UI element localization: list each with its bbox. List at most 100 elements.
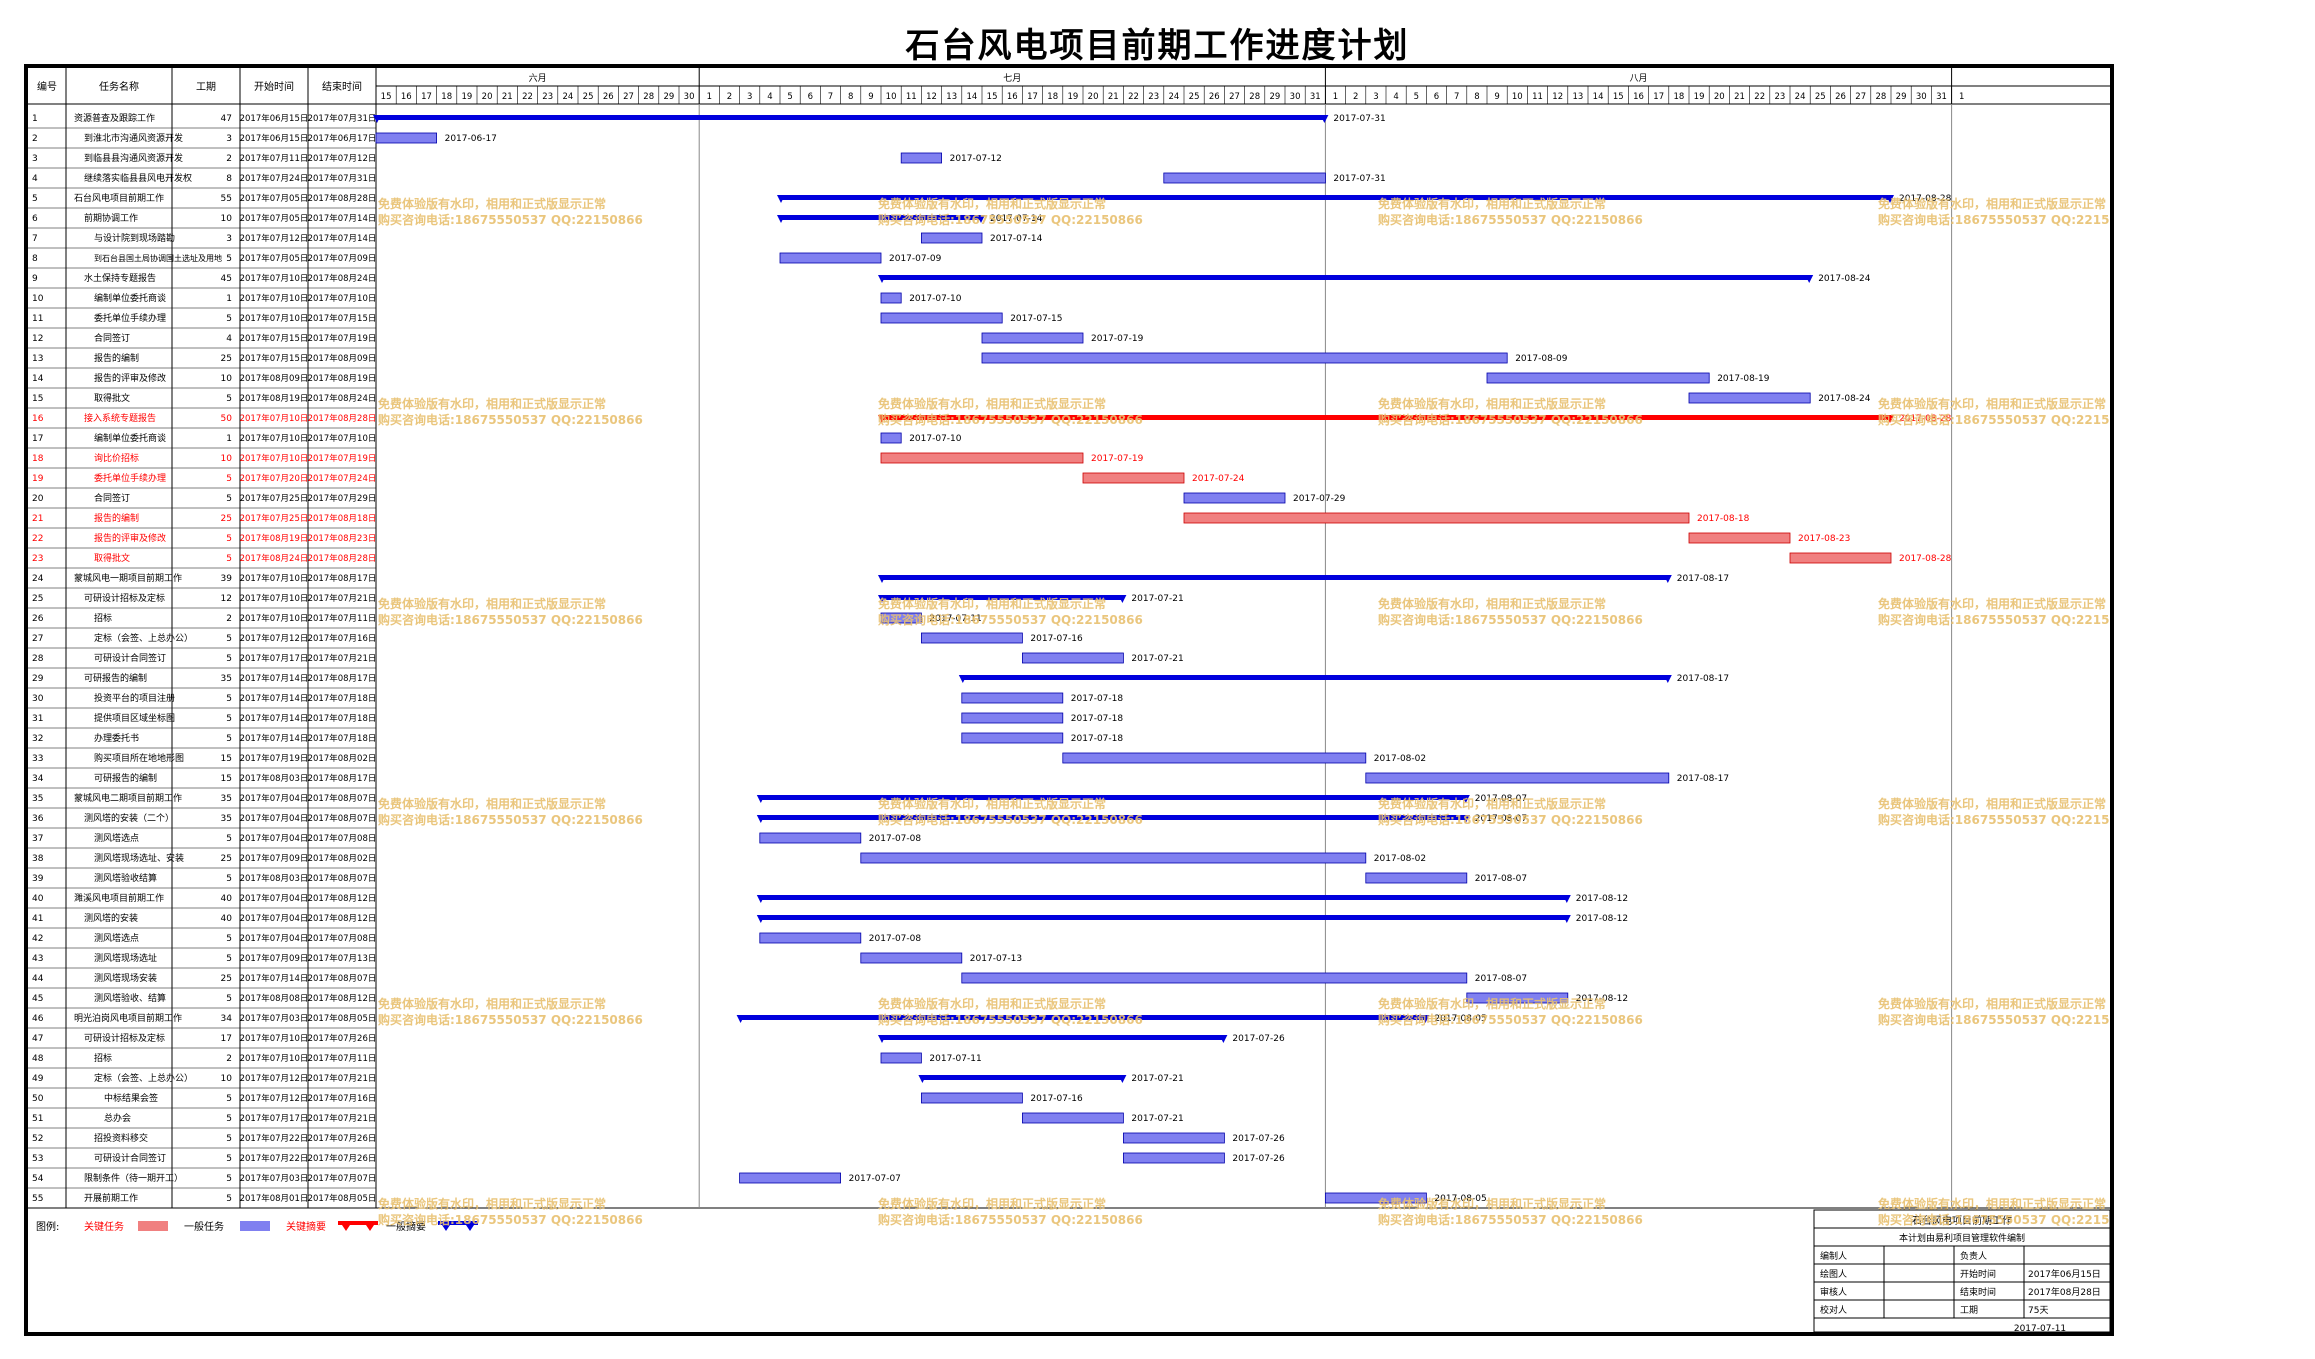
task-name: 到淮北市沟通风资源开发 [84,132,183,144]
task-end: 2017年08月28日 [308,413,377,424]
bar-end-date: 2017-07-24 [1192,474,1245,484]
task-bar [375,132,437,144]
task-bar [1688,392,1811,404]
day-label: 12 [926,92,937,102]
legend-critical-swatch [138,1221,168,1231]
task-name: 蒙城风电二期项目前期工作 [74,792,182,804]
task-start: 2017年07月11日 [240,153,309,164]
task-duration: 5 [226,1194,232,1204]
task-duration: 35 [221,814,232,824]
watermark-line2: 购买咨询电话:18675550537 QQ:22150866 [1878,1012,2110,1027]
day-label: 29 [1269,92,1280,102]
day-label: 24 [562,92,573,102]
task-name: 可研报告的编制 [94,772,157,784]
task-end: 2017年07月10日 [308,433,377,444]
task-start: 2017年07月22日 [240,1153,309,1164]
task-duration: 5 [226,494,232,504]
day-label: 21 [502,92,513,102]
task-end: 2017年07月11日 [308,1053,377,1064]
column-header: 编号 [37,80,57,93]
day-label: 18 [441,92,452,102]
task-duration: 5 [226,554,232,564]
task-id: 36 [32,814,44,824]
task-start: 2017年08月01日 [240,1193,309,1204]
task-name: 测风塔现场安装 [94,972,157,984]
bar-end-date: 2017-07-18 [1071,734,1124,744]
legend-critical-summary: 关键摘要 [286,1220,326,1233]
task-start: 2017年07月09日 [240,853,309,864]
day-label: 22 [522,92,533,102]
watermark-line1: 免费体验版有水印，相用和正式版显示正常 [878,796,1106,811]
day-label: 15 [1613,92,1624,102]
task-id: 52 [32,1134,43,1144]
month-label: 七月 [1003,73,1021,84]
day-label: 6 [808,92,813,102]
task-id: 32 [32,734,43,744]
day-label: 27 [623,92,634,102]
task-end: 2017年08月23日 [308,533,377,544]
summary-bar [881,415,1891,420]
task-start: 2017年08月24日 [240,553,309,564]
task-duration: 5 [226,1154,232,1164]
bar-end-date: 2017-07-21 [1131,594,1183,604]
day-label: 29 [663,92,674,102]
day-label: 9 [868,92,873,102]
task-duration: 5 [226,1114,232,1124]
bar-end-date: 2017-08-09 [1515,354,1568,364]
task-start: 2017年07月10日 [240,593,309,604]
task-id: 47 [32,1034,43,1044]
day-label: 31 [1936,92,1947,102]
task-bar [1062,752,1367,764]
bar-end-date: 2017-08-28 [1899,194,1952,204]
month-label: 六月 [529,72,547,84]
task-start: 2017年08月09日 [240,373,309,384]
task-name: 测风塔的安装 [84,912,138,924]
day-label: 28 [643,92,654,102]
task-name: 委托单位手续办理 [94,472,166,484]
task-name: 与设计院到现场踏勘 [94,232,175,244]
day-label: 25 [583,92,594,102]
bar-end-date: 2017-07-18 [1071,714,1124,724]
watermark-line1: 免费体验版有水印，相用和正式版显示正常 [1878,396,2106,411]
task-bar [1082,472,1185,484]
watermark-line2: 购买咨询电话:18675550537 QQ:22150866 [878,412,1143,427]
bar-end-date: 2017-07-09 [889,254,942,264]
bar-end-date: 2017-07-21 [1131,654,1183,664]
bar-end-date: 2017-07-10 [909,434,962,444]
summary-cap-left [756,895,765,903]
task-duration: 40 [221,914,233,924]
day-label: 10 [1512,92,1523,102]
task-start: 2017年07月10日 [240,413,309,424]
day-label: 16 [1633,92,1644,102]
task-name: 招标 [94,1052,112,1064]
task-bar [1466,992,1569,1004]
task-duration: 5 [226,694,232,704]
summary-bar [780,215,982,220]
day-label: 21 [1108,92,1119,102]
task-id: 48 [32,1054,44,1064]
task-name: 蒙城风电一期项目前期工作 [74,572,182,584]
bar-end-date: 2017-07-13 [970,954,1022,964]
day-label: 19 [1067,92,1078,102]
task-duration: 15 [221,754,232,764]
task-end: 2017年07月19日 [308,453,377,464]
task-bar [1486,372,1710,384]
task-duration: 10 [221,454,233,464]
info-project: 石台风电项目前期工作 [1912,1214,2012,1227]
task-duration: 25 [221,514,232,524]
task-name: 招标 [94,612,112,624]
summary-cap-right [1320,115,1329,123]
task-start: 2017年07月22日 [240,1133,309,1144]
task-id: 27 [32,634,43,644]
task-name: 办理委托书 [94,732,139,744]
task-bar [961,972,1468,984]
task-id: 1 [32,114,38,124]
bar-end-date: 2017-08-24 [1818,274,1871,284]
day-label: 15 [987,92,998,102]
day-label: 31 [1310,92,1321,102]
task-start: 2017年07月04日 [240,893,309,904]
task-duration: 10 [221,1074,233,1084]
watermark-line1: 免费体验版有水印，相用和正式版显示正常 [1378,1196,1606,1211]
day-label: 30 [684,92,695,102]
